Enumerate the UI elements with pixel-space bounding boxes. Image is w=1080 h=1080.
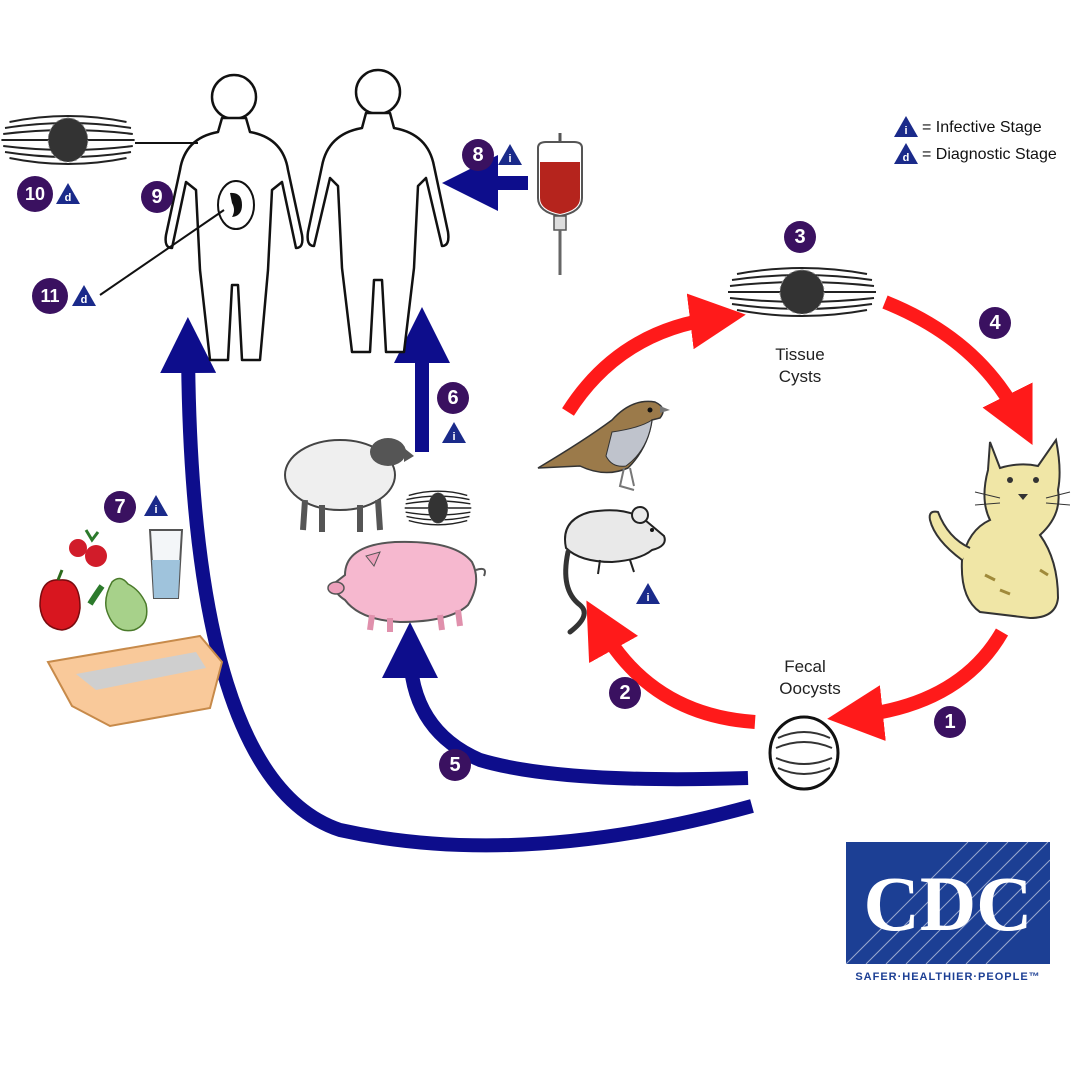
svg-text:i: i [452,431,455,443]
arrow-oocyst-to-human [160,317,754,853]
legend-infective-symbol: i [904,125,907,137]
man-figure [306,68,450,354]
tissue-cyst-human-10 [0,115,136,165]
strawberries-icon [69,529,107,567]
arrow-cyst-to-cat [882,295,1033,446]
step-1-marker: 1 [934,706,966,738]
step-4-marker: 4 [979,307,1011,339]
bird-icon [537,400,670,491]
step-3-marker: 3 [784,221,816,253]
svg-text:7: 7 [114,496,125,518]
tissue-cysts-label-line1: Tissue [775,345,824,364]
svg-text:d: d [81,294,88,306]
svg-text:9: 9 [151,186,162,208]
legend-infective-label: = Infective Stage [922,119,1042,136]
apple-icon [39,569,81,631]
pig-icon [327,540,486,632]
step-7-marker: 7 [104,491,136,523]
svg-text:4: 4 [989,312,1001,334]
arrow-oocyst-to-rodent [586,600,756,729]
infective-stage-marker-8: i [498,144,522,165]
svg-text:i: i [508,153,511,165]
svg-text:i: i [154,504,157,516]
step-5-marker: 5 [439,749,471,781]
step-6-marker: 6 [437,382,469,414]
infective-stage-marker-7: i [144,495,168,516]
arrow-oocyst-to-pig [382,622,749,787]
svg-text:3: 3 [794,226,805,248]
litter-box-icon [46,634,224,728]
svg-text:11: 11 [40,286,59,306]
infective-stage-marker-rodent: i [636,583,660,604]
svg-text:1: 1 [944,711,955,733]
legend-diagnostic-label: = Diagnostic Stage [922,146,1057,163]
fecal-oocyst-icon [768,715,840,791]
step-8-marker: 8 [462,139,494,171]
svg-text:2: 2 [619,682,630,704]
cdc-logo: CDC SAFER·HEALTHIER·PEOPLE™ [845,841,1051,983]
step-2-marker: 2 [609,677,641,709]
cat-icon [928,437,1071,620]
svg-text:8: 8 [472,144,483,166]
tissue-cysts-label-line2: Cysts [779,367,822,386]
step-10-marker: 10 [17,176,53,212]
legend-diagnostic-symbol: d [903,152,910,164]
fecal-oocysts-label-line1: Fecal [784,657,826,676]
step-11-marker: 11 [32,278,68,314]
svg-text:i: i [646,592,649,604]
water-glass-icon [148,529,184,599]
rodent-icon [563,506,666,635]
svg-text:d: d [65,192,72,204]
diagnostic-stage-marker-11: d [72,285,96,306]
tissue-cyst-livestock [404,490,472,526]
cdc-logo-text: CDC [864,860,1033,947]
pregnant-woman-figure [164,73,304,362]
blood-bag-icon [537,133,583,275]
infective-stage-marker-6: i [442,422,466,443]
legend: i = Infective Stage d = Diagnostic Stage [894,116,1057,164]
step-9-marker: 9 [141,181,173,213]
arrow-bird-to-cyst [562,293,746,416]
arrow-cat-to-oocyst [827,628,1009,741]
diagnostic-stage-marker-10: d [56,183,80,204]
svg-text:5: 5 [449,754,460,776]
sheep-icon [284,438,414,532]
svg-text:10: 10 [25,184,45,204]
svg-text:6: 6 [447,387,458,409]
pear-icon [87,577,148,632]
fecal-oocysts-label-line2: Oocysts [779,679,840,698]
cdc-logo-tagline: SAFER·HEALTHIER·PEOPLE™ [855,971,1040,983]
tissue-cyst-main [727,267,877,317]
